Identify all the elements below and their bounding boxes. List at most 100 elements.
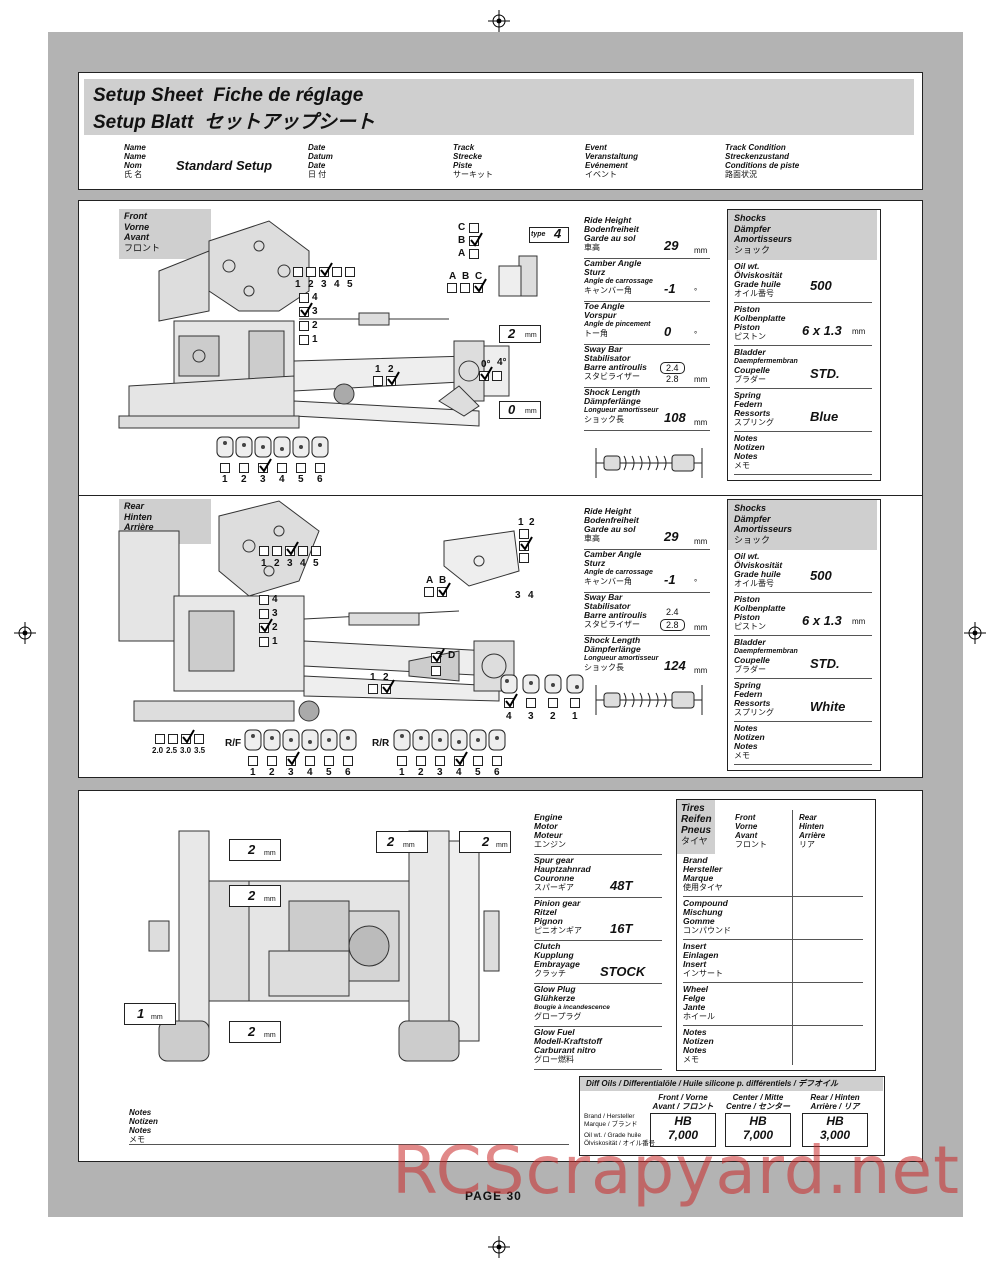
rear-antisquat-2: 2.5 [166,746,178,755]
front-insert-icons [216,436,329,458]
rear-a-box [424,587,434,597]
rear-vert-num-1: 1 [272,636,278,647]
rear-d-label: D [448,650,456,661]
registration-mark-bottom [488,1236,510,1258]
diff-oils-table: Diff Oils / Differentialöle / Huile sili… [579,1076,885,1156]
chassis-drawing [148,830,500,1062]
front-b-label: B [458,235,466,246]
chassis-spacer-5: 1 mm [124,1003,176,1025]
rear-hub-num-2: 2 [550,711,556,722]
front-side-a: A [449,271,457,282]
rear-rr-num-3: 3 [437,767,443,778]
rear-sway-2-box [381,684,391,694]
rear-vert-num-2: 2 [272,622,278,633]
rear-vert-num-4: 4 [272,594,278,605]
front-c-label: C [458,222,466,233]
rear-top-box-2 [519,541,529,551]
front-spacer-top: 2 mm [499,325,541,343]
check-icon [287,751,300,766]
rear-top-1: 1 [518,517,524,528]
check-icon [286,541,299,556]
rear-top-2: 2 [529,517,535,528]
rear-rf-insert-icons [244,729,357,751]
front-tower-num-3: 3 [321,279,327,290]
front-side-b: B [462,271,470,282]
check-icon [382,679,395,694]
rear-num-3: 3 [515,590,521,601]
front-title-box [119,209,211,259]
rear-rr-num-4: 4 [456,767,462,778]
diff-front-col: Front / Vorne Avant / フロント HB 7,000 [650,1093,716,1147]
header-panel: Setup Sheet Fiche de réglage Setup Blatt… [78,72,923,190]
rear-b-box [437,587,447,597]
front-tower-num-4: 4 [334,279,340,290]
front-sway-1-box [373,376,383,386]
watermark: RCScrapyard.net [392,1132,960,1209]
rear-rf-num-2: 2 [269,767,275,778]
rear-rr-num-2: 2 [418,767,424,778]
front-vert-num-2: 2 [312,320,318,331]
notes-line [129,1144,569,1145]
rear-num-4: 4 [528,590,534,601]
diff-center-col: Center / Mitte Centre / センター HB 7,000 [725,1093,791,1147]
rear-rf-num-3: 3 [288,767,294,778]
front-a-box [469,249,479,259]
chassis-spacer-2: 2 mm [376,831,428,853]
setup-name: Standard Setup [176,158,273,173]
rear-tower-num-3: 3 [287,558,293,569]
front-a-label: A [458,248,466,259]
front-side-b-box [460,283,470,293]
check-icon [300,302,313,317]
rear-rf-num-5: 5 [326,767,332,778]
rear-suspension-drawing [118,500,520,722]
rear-hub-insert-icons [500,674,584,694]
front-side-a-box [447,283,457,293]
front-bottom-num-2: 2 [241,474,247,485]
front-toe-0: 0° [481,359,491,370]
rear-rf-num-1: 1 [250,767,256,778]
rear-top-box-1 [519,529,529,539]
rear-d-box [431,666,441,676]
rear-a-label: A [426,575,434,586]
front-toe-0-box [479,371,489,381]
check-icon [259,458,272,473]
rear-hub-num-1: 1 [572,711,578,722]
front-sway-1: 1 [375,364,381,375]
rear-rf-num-6: 6 [345,767,351,778]
registration-mark-top [488,10,510,32]
rear-antisquat-1: 2.0 [152,746,164,755]
front-sway-2-box [386,376,396,386]
check-icon [438,582,451,597]
rear-tower-num-5: 5 [313,558,319,569]
registration-mark-left [14,622,36,644]
front-vert-num-3: 3 [312,306,318,317]
rear-sway-1-box [368,684,378,694]
rear-tower-num-4: 4 [300,558,306,569]
rear-rf-label: R/F [225,738,242,749]
front-shock-icon [595,448,703,478]
rear-hub-num-4: 4 [506,711,512,722]
